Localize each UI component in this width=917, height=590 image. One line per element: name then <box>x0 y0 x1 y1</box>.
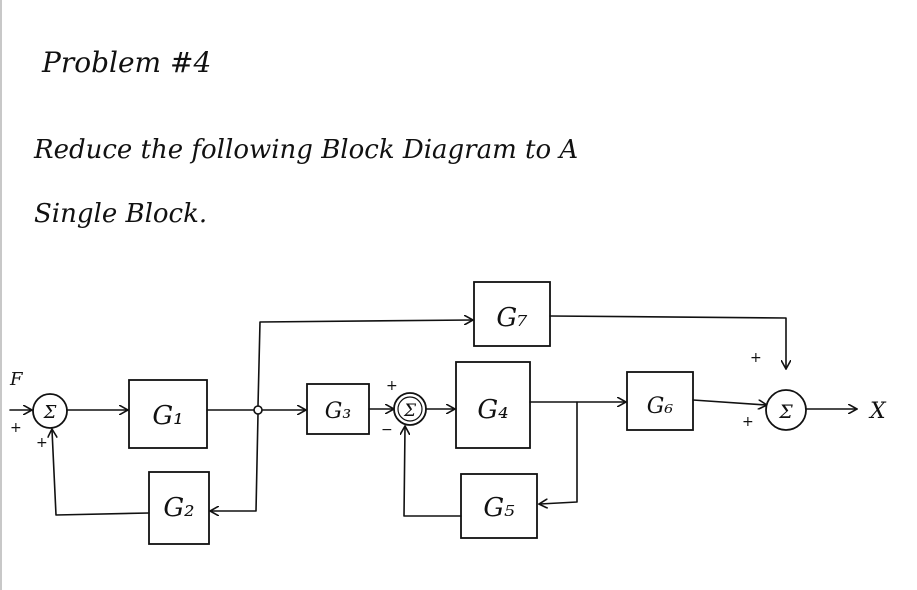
block-diagram: F + Σ + G₁ G₂ <box>9 281 887 545</box>
path-node-g2 <box>211 413 259 511</box>
arrow-g6-sum3 <box>692 399 766 405</box>
instruction-line-2: Single Block. <box>34 199 207 229</box>
path-g5-sum2 <box>404 427 462 517</box>
path-branch-g5 <box>540 401 578 504</box>
g1-label: G₁ <box>152 401 183 431</box>
page-left-border <box>0 0 2 590</box>
sum2-feedback-sign: − <box>381 422 393 438</box>
sum1-input-sign: + <box>10 420 22 436</box>
sum2-symbol: Σ <box>403 401 417 421</box>
block-g4: G₄ <box>455 361 531 449</box>
block-g5: G₅ <box>460 473 538 539</box>
block-g1: G₁ <box>128 379 208 449</box>
path-g2-sum1 <box>52 430 150 516</box>
g2-label: G₂ <box>163 493 194 523</box>
input-label: F <box>9 369 24 390</box>
sum1-feedback-sign: + <box>36 435 48 451</box>
g5-label: G₅ <box>483 493 515 523</box>
path-g7-sum3 <box>549 315 786 368</box>
output-label: X <box>868 399 887 424</box>
sum3-left-sign: + <box>742 414 754 430</box>
g4-label: G₄ <box>477 395 508 425</box>
sum3-symbol: Σ <box>778 401 793 423</box>
branch-node-1 <box>253 405 263 415</box>
g6-label: G₆ <box>647 394 674 419</box>
g3-label: G₃ <box>325 399 351 424</box>
summing-junction-2: Σ <box>393 392 427 426</box>
sum3-top-sign: + <box>750 350 762 366</box>
problem-title: Problem #4 <box>41 46 211 79</box>
summing-junction-3: Σ <box>765 389 807 431</box>
summing-junction-1: Σ <box>32 393 68 429</box>
block-g6: G₆ <box>626 371 694 431</box>
g7-label: G₇ <box>496 303 528 333</box>
instruction-line-1: Reduce the following Block Diagram to A <box>33 135 578 165</box>
path-node-g7 <box>257 320 472 407</box>
block-g2: G₂ <box>148 471 210 545</box>
block-g7: G₇ <box>473 281 551 347</box>
block-g3: G₃ <box>306 383 370 435</box>
sum2-forward-sign: + <box>386 378 398 394</box>
sum1-symbol: Σ <box>43 402 57 423</box>
